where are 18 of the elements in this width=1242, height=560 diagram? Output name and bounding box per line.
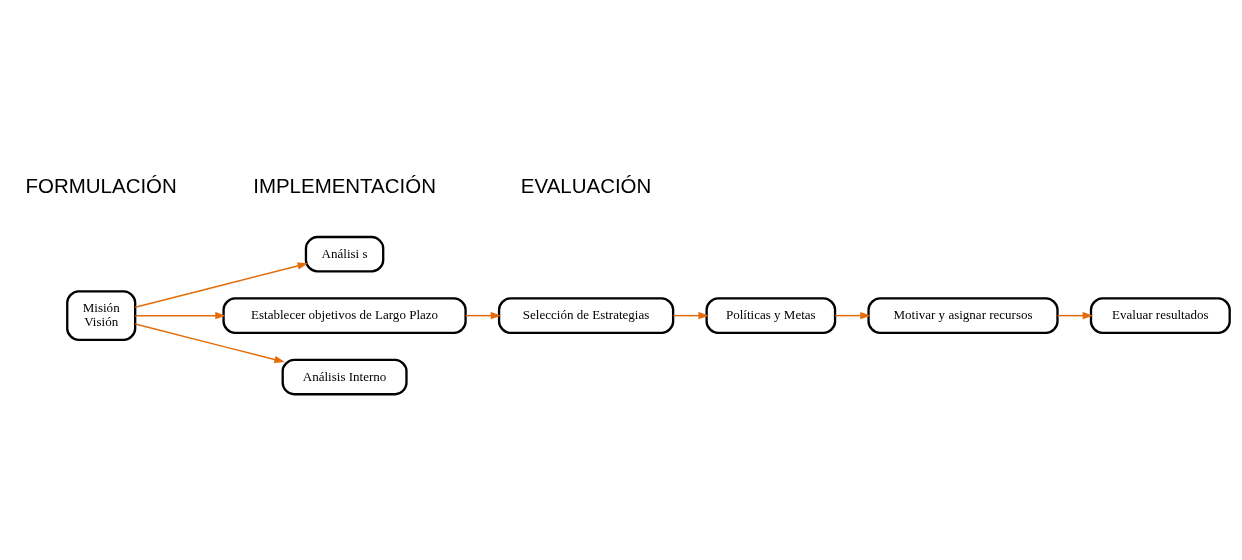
arrow xyxy=(464,311,502,319)
arrow xyxy=(672,311,709,319)
label: IMPLEMENTACIÓN xyxy=(253,173,436,197)
node-box: Motivar y asignar recursos xyxy=(867,296,1059,334)
node-box: Misión Visión xyxy=(66,289,137,341)
label: FORMULACIÓN xyxy=(25,173,177,197)
node-box: Análisis Interno xyxy=(281,358,408,395)
node-box: Políticas y Metas xyxy=(705,296,837,334)
node-box: Análisi s xyxy=(304,235,385,273)
node-box: Evaluar resultados xyxy=(1089,296,1231,334)
arrow xyxy=(134,261,308,308)
arrow xyxy=(834,311,871,319)
arrow xyxy=(1056,311,1094,319)
arrow xyxy=(134,322,285,363)
node-box: Establecer objetivos de Largo Plazo xyxy=(222,296,467,334)
arrow xyxy=(134,311,226,319)
label: EVALUACIÓN xyxy=(520,173,652,197)
node-box: Selección de Estrategias xyxy=(497,296,675,334)
